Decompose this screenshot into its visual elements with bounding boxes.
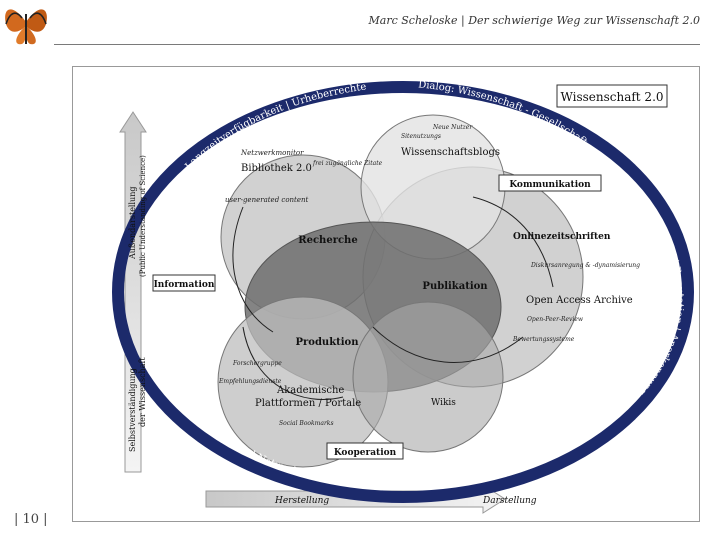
diagram-frame: Langzeitverfügbarkeit | Urheberrechte Di… bbox=[72, 66, 700, 522]
header-title: Marc Scheloske | Der schwierige Weg zur … bbox=[368, 14, 700, 27]
header-bar: Marc Scheloske | Der schwierige Weg zur … bbox=[0, 0, 728, 48]
core-publikation: Publikation bbox=[422, 281, 488, 292]
wissenschaft-title: Wissenschaft 2.0 bbox=[560, 90, 663, 104]
tag-kooperation: Kooperation bbox=[334, 448, 397, 458]
item-bibliothek: Bibliothek 2.0 bbox=[241, 163, 312, 174]
left-bottom-label-2: der Wissenschaft bbox=[138, 357, 147, 427]
circle-wikis bbox=[352, 301, 504, 453]
left-top-label-1: Außendarstellung bbox=[128, 187, 137, 260]
tag-kommunikation: Kommunikation bbox=[509, 180, 591, 190]
bottom-label-darstellung: Darstellung bbox=[482, 496, 537, 506]
item-wikis: Wikis bbox=[431, 398, 456, 408]
item-forschergruppe: Forschergruppe bbox=[232, 360, 282, 367]
core-recherche: Recherche bbox=[298, 235, 357, 246]
ring-label-top: Langzeitverfügbarkeit | Urheberrechte bbox=[183, 82, 367, 173]
left-top-label-2: (Public Understanding of Science) bbox=[139, 155, 147, 277]
item-sites-top1: Neue Nutzer bbox=[432, 124, 473, 131]
core-produktion: Produktion bbox=[295, 337, 359, 348]
page-number: | 10 | bbox=[14, 512, 48, 527]
item-frei: frei zugängliche Zitate bbox=[312, 160, 383, 167]
item-open-access: Open Access Archive bbox=[526, 295, 633, 306]
bottom-label-herstellung: Herstellung bbox=[274, 496, 329, 506]
item-bewertung: Bewertungssysteme bbox=[512, 336, 575, 343]
diagram-canvas: Langzeitverfügbarkeit | Urheberrechte Di… bbox=[112, 79, 694, 514]
item-sites-top2: Sitenutzungs bbox=[401, 133, 441, 140]
item-open-peer: Open-Peer-Review bbox=[527, 316, 584, 323]
item-user-generated: user-generated content bbox=[225, 196, 309, 204]
butterfly-logo bbox=[0, 0, 52, 48]
left-bottom-label-1: Selbstverständigung bbox=[128, 368, 137, 452]
item-social-bookmarks: Social Bookmarks bbox=[279, 420, 334, 427]
item-akademische-2: Plattformen / Portale bbox=[255, 398, 361, 409]
tag-information: Information bbox=[154, 280, 215, 290]
header-divider bbox=[54, 44, 700, 45]
outer-ring bbox=[112, 81, 694, 503]
item-onlinezeitschriften: Onlinezeitschriften bbox=[513, 232, 611, 242]
item-akademische-1: Akademische bbox=[276, 385, 344, 396]
vertical-arrow bbox=[119, 111, 147, 473]
item-diskurs: Diskursanregung & -dynamisierung bbox=[530, 262, 640, 269]
item-netzwerkmonitor: Netzwerkmonitor bbox=[240, 149, 304, 157]
item-empfehlungsdienste: Empfehlungsdienste bbox=[218, 378, 282, 385]
item-wissenschaftsblogs: Wissenschaftsblogs bbox=[401, 147, 500, 158]
